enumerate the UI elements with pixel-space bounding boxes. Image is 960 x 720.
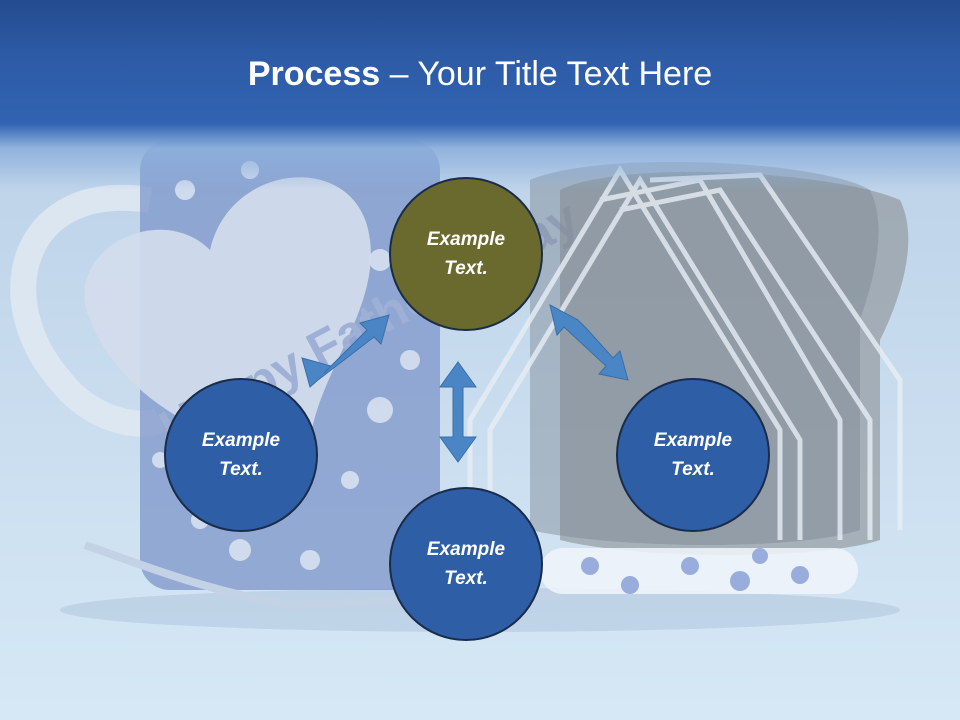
circle-text-line2: Text. [444,258,488,279]
circle-text-line2: Text. [671,459,715,480]
circle-text-line2: Text. [444,568,488,589]
arrow-vertical-icon [439,361,477,463]
process-step-circle-top: Example Text. [389,177,543,331]
circle-text-line2: Text. [219,459,263,480]
circle-text-line1: Example [426,539,506,560]
slide-title: Process – Your Title Text Here [0,52,960,96]
arrow-top-left-icon [301,314,390,388]
title-bar [0,0,960,190]
title-rest: – Your Title Text Here [380,55,713,93]
process-step-circle-left: Example Text. [164,378,318,532]
process-step-circle-right: Example Text. [616,378,770,532]
process-step-circle-bottom: Example Text. [389,487,543,641]
circle-text-line1: Example [653,430,733,451]
circle-text-line1: Example [426,229,506,250]
title-bold: Process [247,55,381,93]
arrow-top-right-icon [549,304,629,381]
circle-text-line1: Example [201,430,281,451]
